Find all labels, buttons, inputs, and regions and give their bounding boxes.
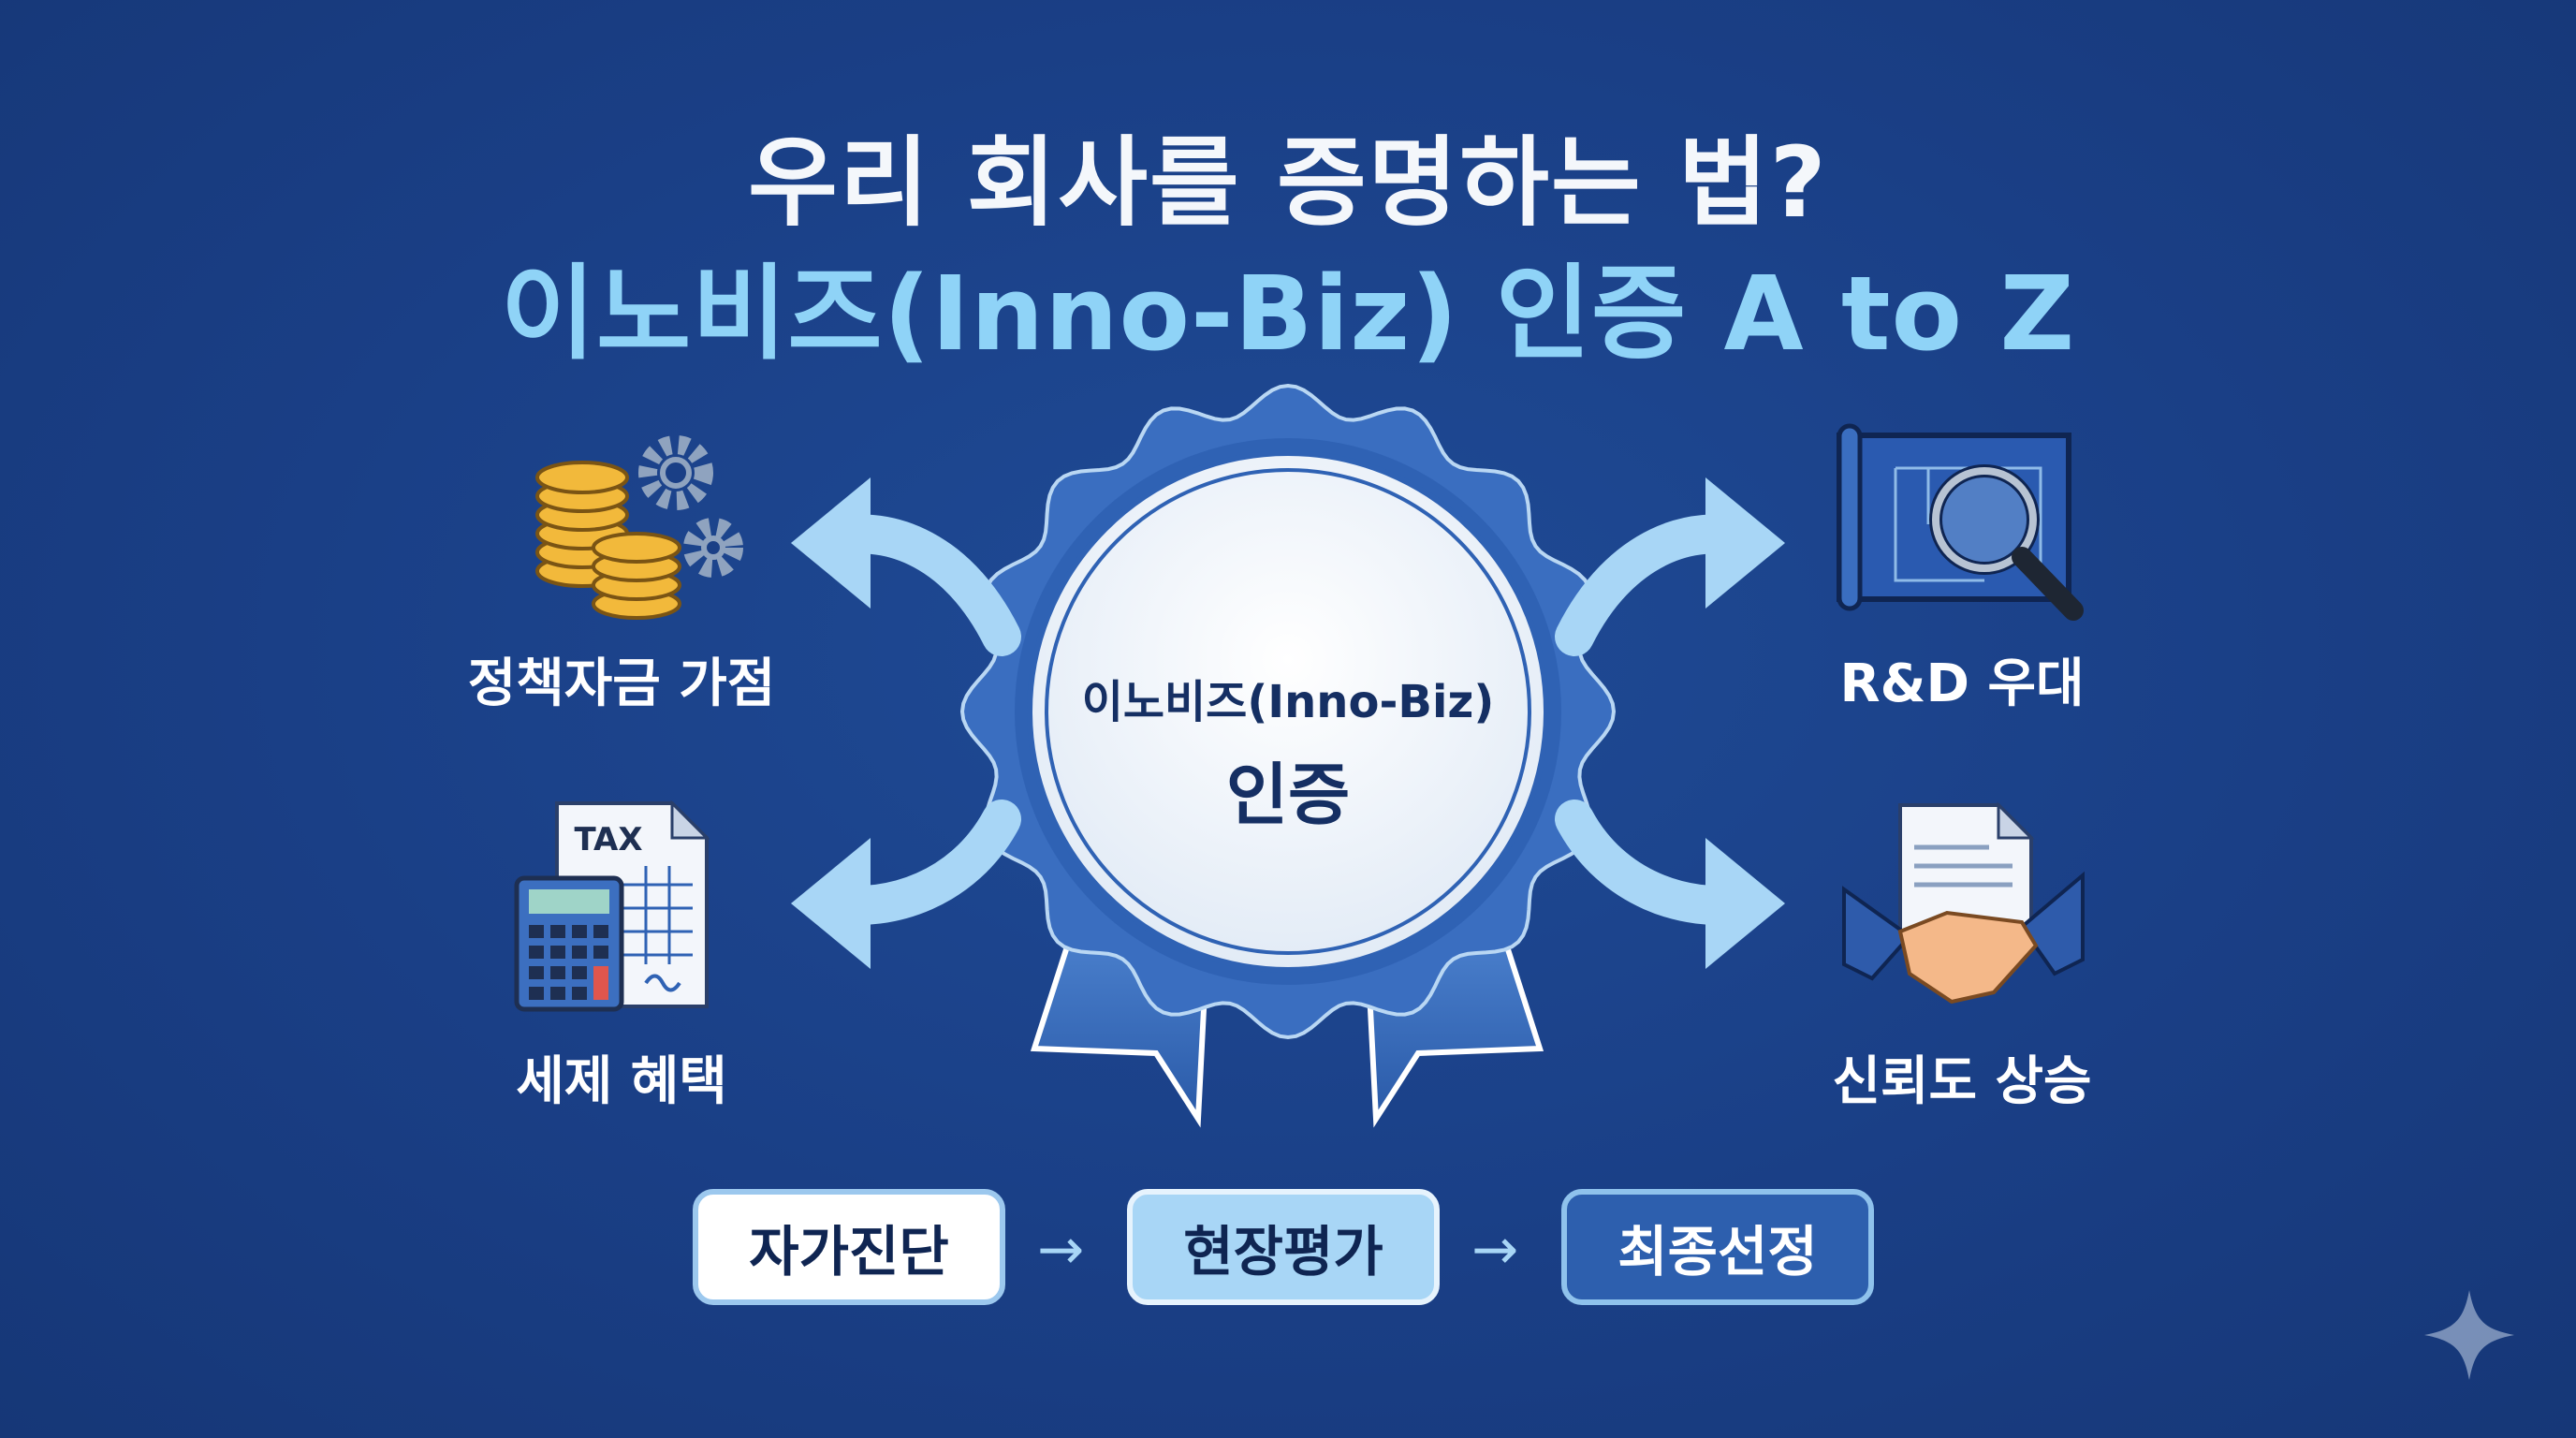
coins-gears-icon bbox=[535, 435, 743, 620]
step-field-evaluation: 현장평가 bbox=[1127, 1189, 1440, 1305]
tax-doc-label: TAX bbox=[574, 821, 642, 858]
label-tax-benefit: 세제 혜택 bbox=[516, 1051, 727, 1112]
label-trust-increase: 신뢰도 상승 bbox=[1832, 1051, 2092, 1112]
arrow-to-policy-fund bbox=[791, 477, 1021, 656]
step-final-selection: 최종선정 bbox=[1561, 1189, 1874, 1305]
sparkle-icon bbox=[2424, 1290, 2514, 1380]
arrow-to-trust bbox=[1555, 800, 1785, 969]
title-line-2: 이노비즈(Inno-Biz) 인증 A to Z bbox=[500, 254, 2076, 374]
badge-subtitle: 인증 bbox=[1225, 756, 1351, 834]
title-line-1: 우리 회사를 증명하는 법? bbox=[748, 125, 1828, 240]
step-self-diagnosis: 자가진단 bbox=[693, 1189, 1005, 1305]
label-rnd-preference: R&D 우대 bbox=[1839, 653, 2085, 714]
label-policy-fund: 정책자금 가점 bbox=[467, 653, 776, 714]
step-arrow-2: → bbox=[1471, 1217, 1519, 1283]
calculator-tax-icon: TAX bbox=[514, 800, 710, 1012]
blueprint-magnifier-icon bbox=[1837, 423, 2084, 621]
arrow-to-rnd bbox=[1555, 477, 1785, 656]
step-arrow-1: → bbox=[1037, 1217, 1085, 1283]
badge-title: 이노비즈(Inno-Biz) bbox=[1081, 676, 1495, 728]
handshake-icon bbox=[1842, 801, 2085, 1005]
badge-seal bbox=[959, 383, 1617, 1040]
arrow-to-tax bbox=[791, 800, 1021, 969]
